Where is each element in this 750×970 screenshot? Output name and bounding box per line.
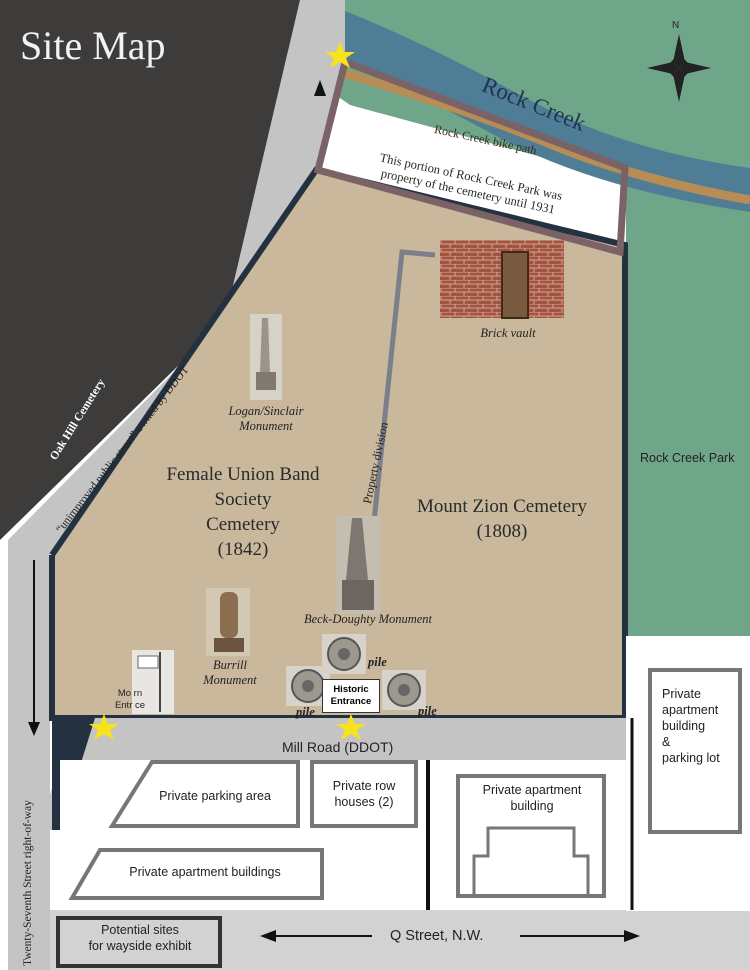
right-parcel-area — [626, 636, 750, 911]
private-parking-area-label: Private parking area — [159, 789, 271, 803]
pile-left-label: pile — [296, 705, 315, 719]
star-marker-historic-entrance — [336, 714, 366, 740]
beck-doughty-monument-image — [336, 516, 380, 614]
logan-sinclair-monument-image — [250, 314, 282, 400]
private-apartment-buildings-label: Private apartment buildings — [129, 865, 281, 879]
logan-sinclair-caption: Logan/Sinclair Monument — [228, 404, 304, 433]
modern-entrance-sign-image — [132, 650, 174, 714]
beck-doughty-caption: Beck-Doughty Monument — [303, 612, 433, 626]
brick-vault-image — [440, 240, 564, 319]
private-apartment-right-label: Private apartment building & parking lot — [662, 687, 720, 765]
q-street-arrow-left — [260, 930, 276, 942]
private-apartment-right-parcel — [648, 668, 742, 834]
private-apartment-center-label: Private apartment building — [482, 783, 582, 813]
private-parking-area-parcel — [108, 760, 300, 828]
pile-rosette-right — [382, 670, 426, 710]
mount-zion-label: Mount Zion Cemetery (1808) — [417, 496, 587, 542]
private-apartment-center-parcel — [456, 774, 606, 898]
oak-hill-cemetery-area — [0, 0, 300, 540]
rock-creek-water — [325, 5, 750, 212]
rock-creek-bike-path — [338, 67, 750, 205]
historic-entrance-label: Historic Entrance — [322, 679, 380, 713]
unimproved-street-road — [8, 0, 345, 970]
cemetery-boundary — [49, 166, 628, 721]
burrill-caption: Burrill Monument — [203, 658, 257, 687]
rock-creek-park-label: Rock Creek Park — [640, 451, 735, 465]
mill-road-band — [40, 718, 630, 830]
private-row-houses-parcel — [310, 760, 418, 828]
compass-north-label: N — [672, 20, 680, 31]
q-street-label: Q Street, N.W. — [390, 928, 484, 944]
private-apartment-buildings-parcel — [68, 848, 324, 900]
apartment-footprint — [472, 826, 590, 896]
modern-entrance-label: Mo rn Entr ce — [114, 688, 146, 711]
star-marker-north — [325, 42, 355, 68]
property-division-line — [367, 249, 436, 561]
q-street-arrow-right — [624, 930, 640, 942]
star-marker-modern-entrance — [89, 714, 119, 740]
pile-top-label: pile — [368, 655, 387, 669]
compass-rose-icon — [647, 34, 711, 102]
burrill-monument-image — [206, 588, 250, 656]
pile-right-label: pile — [418, 704, 437, 718]
wayside-exhibit-label: Potential sites for wayside exhibit — [88, 923, 192, 953]
former-cemetery-park-parcel — [313, 57, 629, 257]
brick-vault-caption: Brick vault — [480, 326, 536, 340]
map-title: Site Map — [20, 23, 166, 68]
wayside-exhibit-parcel — [56, 916, 222, 968]
female-union-band-label: Female Union Band Society Cemetery (1842… — [166, 464, 320, 560]
twenty-seventh-street-label: Twenty-Seventh Street right-of-way — [22, 800, 34, 966]
private-row-houses-label: Private row houses (2) — [332, 779, 396, 809]
direction-arrow-north — [314, 80, 326, 96]
mill-road-label: Mill Road (DDOT) — [282, 739, 394, 755]
direction-arrow-south — [28, 722, 40, 736]
